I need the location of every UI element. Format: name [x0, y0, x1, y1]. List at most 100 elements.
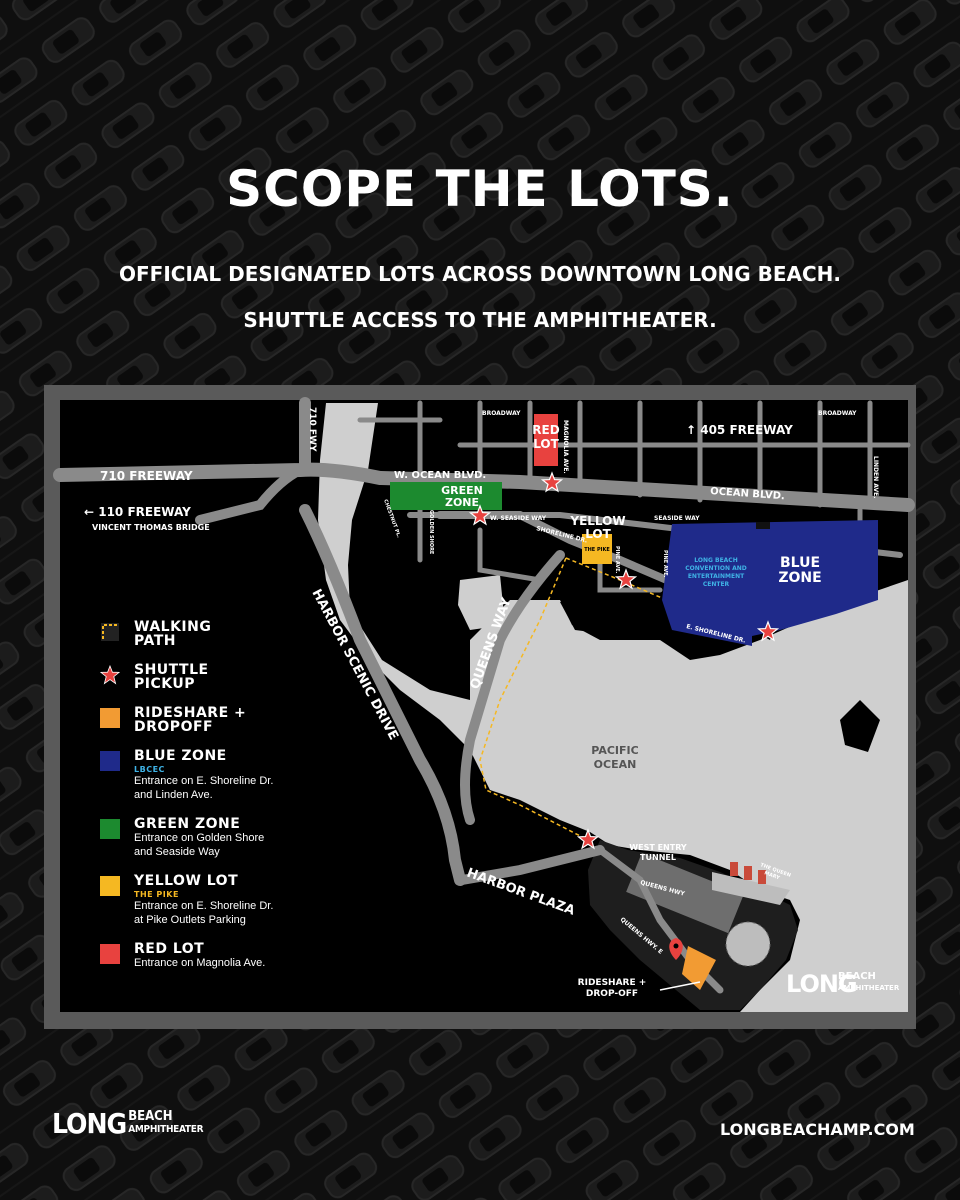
- legend-title: SHUTTLE: [134, 662, 209, 678]
- blue-zone-label-1: BLUE: [780, 555, 820, 571]
- label-broadway-2: BROADWAY: [818, 410, 857, 417]
- yellow-lot-label-1: YELLOW: [569, 514, 625, 528]
- shuttle-pickup-stars: [468, 471, 780, 850]
- legend-description-line-2: and Linden Ave.: [134, 789, 213, 801]
- shuttle-pickup-star-icon: [756, 620, 780, 642]
- blue-zone-label-2: ZONE: [778, 570, 821, 586]
- label-seaside-way: SEASIDE WAY: [654, 515, 700, 522]
- legend-title: YELLOW LOT: [134, 873, 239, 889]
- red-lot-label-2: LOT: [533, 437, 559, 451]
- queen-mary-ship: [712, 862, 790, 905]
- label-110-freeway: ← 110 FREEWAY: [84, 505, 191, 519]
- label-710-freeway: 710 FREEWAY: [100, 469, 193, 483]
- legend-description-line-2: and Seaside Way: [134, 846, 220, 858]
- west-entry-tunnel-label-2: TUNNEL: [640, 853, 676, 862]
- label-linden-ave: LINDEN AVE.: [872, 456, 879, 499]
- footer-amphitheater-logo: LONG BEACH AMPHITHEATER: [52, 1107, 204, 1140]
- footer-logo-long: LONG: [52, 1107, 127, 1140]
- lbcec-label-2: CONVENTION AND: [685, 565, 746, 572]
- the-pike-label: THE PIKE: [584, 547, 610, 553]
- parking-map: 710 FREEWAY 710 FWY ← 110 FREEWAY VINCEN…: [44, 385, 916, 1029]
- map-logo-amphitheater: AMPHITHEATER: [838, 984, 900, 992]
- legend-swatch-green: [100, 819, 120, 839]
- green-zone-label-2: ZONE: [445, 496, 479, 509]
- queen-mary-label-2: MARY: [763, 870, 780, 881]
- dome: [725, 921, 771, 967]
- legend-swatch-shuttle-icon: [99, 664, 121, 685]
- website-link[interactable]: LONGBEACHAMP.COM: [720, 1120, 915, 1139]
- roads: [53, 397, 915, 994]
- blue-zone: [662, 520, 878, 646]
- legend-description-line-2: at Pike Outlets Parking: [134, 914, 246, 926]
- green-zone-label-1: GREEN: [441, 484, 483, 497]
- page-title: SCOPE THE LOTS.: [226, 160, 734, 218]
- subtitle-shuttle: SHUTTLE ACCESS TO THE AMPHITHEATER.: [243, 308, 717, 332]
- lbcec-label-4: CENTER: [703, 581, 730, 588]
- legend-title-line-2: PICKUP: [134, 676, 195, 692]
- label-golden-shore: GOLDEN SHORE: [428, 510, 434, 555]
- parking-structure: [626, 852, 744, 934]
- red-lot: [534, 414, 558, 466]
- legend-description: Entrance on Magnolia Ave.: [134, 957, 266, 969]
- shuttle-pickup-star-icon: [576, 828, 600, 850]
- pacific-ocean-label-2: OCEAN: [594, 758, 637, 771]
- legend-swatch-blue: [100, 751, 120, 771]
- legend-title-line-2: DROPOFF: [134, 719, 214, 735]
- label-w-ocean-blvd: W. OCEAN BLVD.: [394, 470, 486, 481]
- label-w-seaside-way: W. SEASIDE WAY: [490, 515, 547, 522]
- label-vincent-thomas-bridge: VINCENT THOMAS BRIDGE: [92, 523, 210, 532]
- shuttle-pickup-star-icon: [468, 504, 492, 526]
- legend-description: Entrance on E. Shoreline Dr.: [134, 775, 274, 787]
- footer-logo-beach: BEACH: [128, 1109, 173, 1124]
- yellow-lot-label-2: LOT: [585, 527, 611, 541]
- legend-swatch-walking-icon: [100, 622, 120, 642]
- pacific-ocean-label-1: PACIFIC: [591, 744, 638, 757]
- lbcec-label-3: ENTERTAINMENT: [688, 573, 745, 580]
- label-pine-ave: PINE AVE.: [614, 546, 620, 574]
- rideshare-map-label-1: RIDESHARE +: [578, 978, 647, 988]
- legend-title: RIDESHARE +: [134, 705, 247, 721]
- subtitle-lots: OFFICIAL DESIGNATED LOTS ACROSS DOWNTOWN…: [119, 262, 841, 286]
- lbcec-label-1: LONG BEACH: [694, 557, 738, 564]
- rideshare-dropoff-area: [682, 946, 716, 990]
- label-405-freeway: ↑ 405 FREEWAY: [686, 423, 793, 437]
- legend-description: Entrance on Golden Shore: [134, 832, 265, 844]
- rideshare-map-label-2: DROP-OFF: [586, 989, 638, 999]
- blue-zone-marker: [756, 522, 770, 529]
- rideshare-pointer: [659, 981, 701, 991]
- label-710-fwy: 710 FWY: [307, 407, 317, 452]
- label-pine-ave-2: PINE AVE.: [662, 550, 668, 578]
- legend-title: WALKING: [134, 619, 212, 635]
- legend-title: GREEN ZONE: [134, 816, 241, 832]
- legend-subtitle: LBCEC: [134, 765, 165, 774]
- legend-item-rideshare: RIDESHARE +DROPOFF: [100, 706, 320, 734]
- map-logo-beach: BEACH: [838, 971, 876, 982]
- legend-swatch-rideshare: [100, 708, 120, 728]
- legend-subtitle: THE PIKE: [134, 890, 179, 899]
- footer-logo-amphitheater: AMPHITHEATER: [128, 1124, 204, 1135]
- legend-title-line-2: PATH: [134, 633, 176, 649]
- map-amphitheater-logo: LONG BEACH AMPHITHEATER: [786, 970, 900, 998]
- west-entry-tunnel-label-1: WEST ENTRY: [629, 843, 687, 852]
- legend-swatch-red: [100, 944, 120, 964]
- legend-description: Entrance on E. Shoreline Dr.: [134, 900, 274, 912]
- label-broadway-1: BROADWAY: [482, 410, 521, 417]
- legend-title: RED LOT: [134, 941, 205, 957]
- legend-title: BLUE ZONE: [134, 748, 227, 764]
- harbor-water: [318, 403, 908, 1012]
- map-logo-long: LONG: [786, 970, 857, 998]
- shuttle-pickup-star-icon: [614, 568, 638, 590]
- shuttle-pickup-star-icon: [540, 471, 564, 493]
- legend-swatch-yellow: [100, 876, 120, 896]
- yellow-lot: [582, 534, 612, 564]
- green-zone: [390, 482, 502, 510]
- label-magnolia-ave: MAGNOLIA AVE.: [562, 420, 569, 474]
